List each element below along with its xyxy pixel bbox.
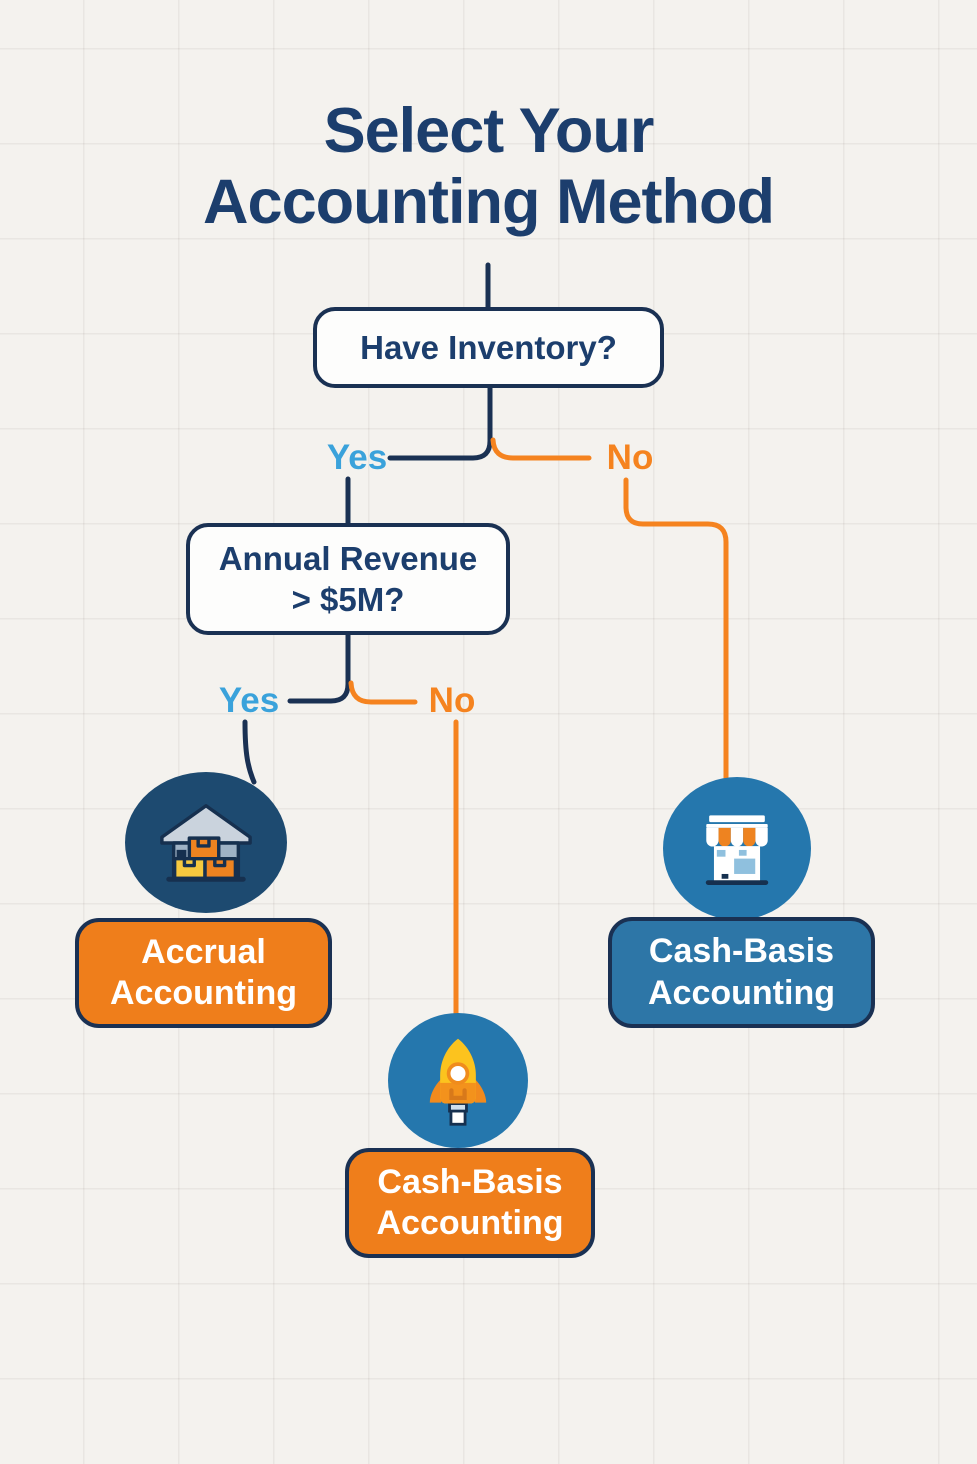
result-cash-basis-startup: Cash-Basis Accounting (345, 1148, 595, 1258)
result-accrual-line2: Accounting (110, 974, 297, 1012)
storefront-icon (705, 814, 769, 885)
decision-have-inventory-text: Have Inventory? (360, 328, 617, 366)
branch-label-inventory-yes: Yes (326, 438, 388, 477)
result-accrual-line1: Accrual (141, 932, 266, 971)
decision-annual-revenue-line2: > $5M? (291, 581, 405, 618)
decision-annual-revenue: Annual Revenue > $5M? (186, 523, 510, 635)
connector-revenue-no (348, 680, 418, 705)
page-title: Select Your Accounting Method (0, 96, 977, 237)
branch-label-inventory-no: No (606, 438, 654, 477)
page-title-line1: Select Your (323, 96, 655, 166)
connector-revenue-yes (287, 630, 351, 704)
warehouse-icon (160, 803, 252, 882)
result-cash-store-line2: Accounting (648, 973, 835, 1012)
result-cash-basis-store: Cash-Basis Accounting (608, 917, 875, 1028)
branch-label-revenue-no: No (428, 681, 476, 720)
decision-annual-revenue-line1: Annual Revenue (218, 539, 478, 577)
accrual-icon-circle (125, 772, 287, 913)
connector-inventory-yes (387, 383, 493, 461)
result-cash-startup-line1: Cash-Basis (377, 1162, 563, 1201)
cash-startup-icon-circle (388, 1013, 528, 1148)
page-title-line2: Accounting Method (203, 166, 775, 237)
result-accrual-accounting: Accrual Accounting (75, 918, 332, 1028)
decision-have-inventory: Have Inventory? (313, 307, 664, 388)
result-cash-store-line1: Cash-Basis (648, 932, 835, 971)
branch-label-revenue-yes: Yes (218, 681, 280, 720)
connector-inventory-no (490, 437, 592, 461)
connector-no-to-cash-store (623, 477, 729, 791)
cash-store-icon-circle (663, 777, 811, 920)
result-cash-startup-line2: Accounting (376, 1204, 564, 1242)
rocket-icon (429, 1038, 487, 1126)
connector-yes-to-accrual (242, 719, 257, 785)
